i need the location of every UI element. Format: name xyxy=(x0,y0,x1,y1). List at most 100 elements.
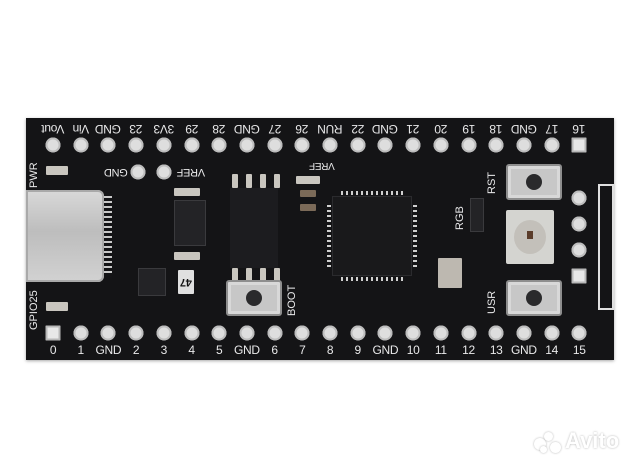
top-pin-label: 27 xyxy=(268,122,281,136)
flash-pin xyxy=(274,174,280,188)
bottom-pin-label: 13 xyxy=(489,343,503,357)
top-pin-pad xyxy=(294,137,310,153)
flash-pin xyxy=(246,268,252,282)
bottom-pin-label: GND xyxy=(511,343,537,357)
top-pin-pad xyxy=(184,137,199,153)
capacitor xyxy=(174,188,200,196)
bottom-pin-label: GND xyxy=(372,343,399,357)
bottom-pin-pad xyxy=(350,325,366,341)
usr-label: USR xyxy=(486,290,498,314)
bottom-pin-label: GND xyxy=(234,343,260,357)
top-pin-pad xyxy=(488,137,504,153)
debug-pad xyxy=(571,216,587,232)
bottom-pin-pad xyxy=(211,325,227,341)
top-pin-label: RUN xyxy=(317,122,343,136)
top-pin-label: 22 xyxy=(351,122,365,136)
regulator-chip xyxy=(174,200,206,246)
debug-header-outline xyxy=(598,184,614,310)
gnd-inner-pad xyxy=(130,164,146,180)
bottom-pin-pad xyxy=(433,325,449,341)
top-pin-label: Vin xyxy=(72,122,89,136)
bottom-pin-pad xyxy=(100,325,116,341)
usr-button[interactable] xyxy=(506,280,562,316)
top-pin-pad xyxy=(544,137,560,153)
bottom-pin-pad xyxy=(461,325,476,341)
bottom-pin-label: 8 xyxy=(326,343,334,357)
marked-component xyxy=(178,270,194,294)
bottom-pin-label: 2 xyxy=(132,343,140,357)
bottom-pin-pad xyxy=(488,325,504,341)
gpio25-label: GPIO25 xyxy=(28,290,40,330)
boot-button[interactable] xyxy=(226,280,282,316)
debug-pad xyxy=(571,190,587,206)
top-pin-pad xyxy=(571,137,587,153)
top-pin-label: 20 xyxy=(434,122,448,136)
top-pin-pad xyxy=(377,137,393,153)
debug-pad xyxy=(571,268,587,284)
rst-button[interactable] xyxy=(506,164,562,200)
rgb-driver xyxy=(470,198,484,232)
top-pin-pad xyxy=(516,137,532,153)
bottom-pin-pad xyxy=(405,325,421,341)
button-knob xyxy=(526,290,542,306)
capacitor xyxy=(174,252,200,260)
bottom-pin-label: 4 xyxy=(188,343,195,357)
top-pin-pad xyxy=(239,137,255,153)
resistor xyxy=(300,204,316,211)
usb-c-contacts xyxy=(104,196,112,276)
flash-pin xyxy=(260,268,266,282)
pwr-label: PWR xyxy=(28,162,40,188)
bottom-pin-label: 3 xyxy=(160,343,168,357)
bottom-pin-label: 7 xyxy=(299,343,306,357)
bottom-pin-label: 15 xyxy=(572,343,586,357)
flash-pin xyxy=(260,174,266,188)
bottom-pin-label: 0 xyxy=(49,343,57,357)
bottom-pin-label: 5 xyxy=(216,343,223,357)
top-pin-pad xyxy=(461,137,476,153)
flash-chip xyxy=(230,188,278,268)
rp2040-mcu xyxy=(327,191,417,281)
bottom-pin-pad xyxy=(294,325,310,341)
top-pin-label: 21 xyxy=(406,122,420,136)
bottom-pin-label: 10 xyxy=(406,343,420,357)
bottom-pin-label: 12 xyxy=(462,343,475,357)
bottom-pin-label: 1 xyxy=(77,343,85,357)
top-pin-label: 19 xyxy=(462,122,475,136)
bottom-pin-pad xyxy=(322,325,338,341)
top-pin-pad xyxy=(128,137,144,153)
rgb-label: RGB xyxy=(454,206,466,230)
bottom-pin-label: 11 xyxy=(434,343,447,357)
flash-pin xyxy=(246,174,252,188)
crystal xyxy=(296,176,320,184)
bottom-pin-label: 14 xyxy=(545,343,558,357)
top-pin-pad xyxy=(100,137,116,153)
debug-pad xyxy=(571,242,587,258)
bottom-pin-pad xyxy=(184,325,199,341)
top-pin-pad xyxy=(405,137,421,153)
bottom-pin-label: GND xyxy=(95,343,122,357)
chip-marking: 47 xyxy=(180,276,192,288)
top-pin-pad xyxy=(73,137,89,153)
boot-label: BOOT xyxy=(286,284,298,316)
top-pin-pad xyxy=(433,137,449,153)
avito-logo-icon xyxy=(534,432,564,454)
vref-inner-pad xyxy=(156,164,172,180)
top-pin-label: Vout xyxy=(41,122,65,136)
top-pin-pad xyxy=(322,137,338,153)
rgb-led xyxy=(506,210,554,264)
top-pin-label: 17 xyxy=(545,122,558,136)
bottom-pin-pad xyxy=(377,325,393,341)
top-pin-label: 26 xyxy=(295,122,309,136)
bottom-pin-label: 9 xyxy=(354,343,362,357)
watermark-brand: Avito xyxy=(565,428,620,453)
top-pin-label: 16 xyxy=(572,122,586,136)
bottom-pin-pad xyxy=(267,325,283,341)
bottom-pin-pad xyxy=(128,325,144,341)
top-pin-label: GND xyxy=(511,122,537,136)
flash-pin xyxy=(274,268,280,282)
top-pin-label: 18 xyxy=(489,122,503,136)
bottom-pin-pad xyxy=(239,325,255,341)
bottom-pin-pad xyxy=(516,325,532,341)
bottom-pin-pad xyxy=(156,325,172,341)
